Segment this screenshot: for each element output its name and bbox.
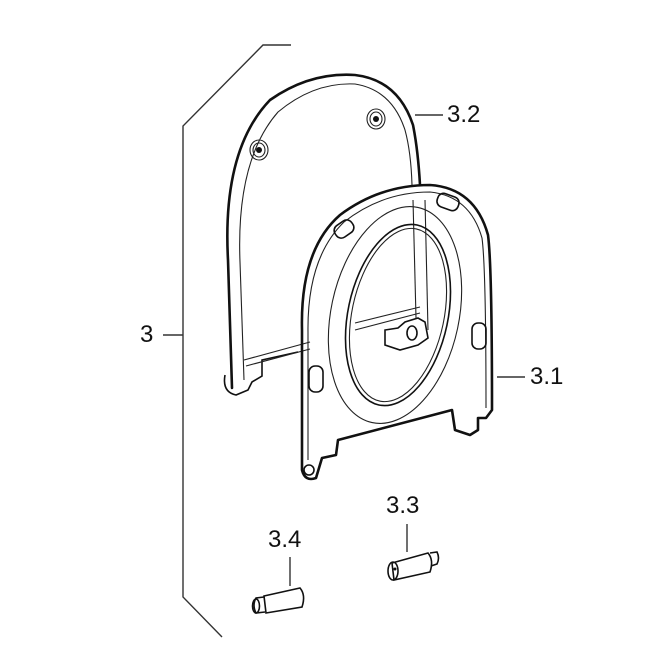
label-3-2: 3.2 bbox=[447, 101, 481, 128]
hinge-pin-3-4 bbox=[251, 557, 305, 614]
label-3-1: 3.1 bbox=[530, 363, 564, 390]
hinge-pin-3-3 bbox=[387, 524, 440, 581]
label-3-3: 3.3 bbox=[386, 492, 420, 519]
label-3-4: 3.4 bbox=[268, 526, 302, 553]
label-3: 3 bbox=[140, 321, 154, 348]
lid-part bbox=[223, 73, 429, 396]
seat-buffer-top-right bbox=[436, 192, 460, 212]
group-bracket bbox=[163, 44, 291, 638]
seat-ring-part bbox=[300, 183, 494, 481]
lid-screw-boss-left bbox=[249, 139, 269, 161]
seat-buffer-top-left bbox=[333, 219, 355, 239]
lid-screw-boss-right bbox=[366, 108, 386, 130]
seat-buffer-right bbox=[471, 322, 487, 350]
seat-buffer-left bbox=[308, 365, 324, 393]
